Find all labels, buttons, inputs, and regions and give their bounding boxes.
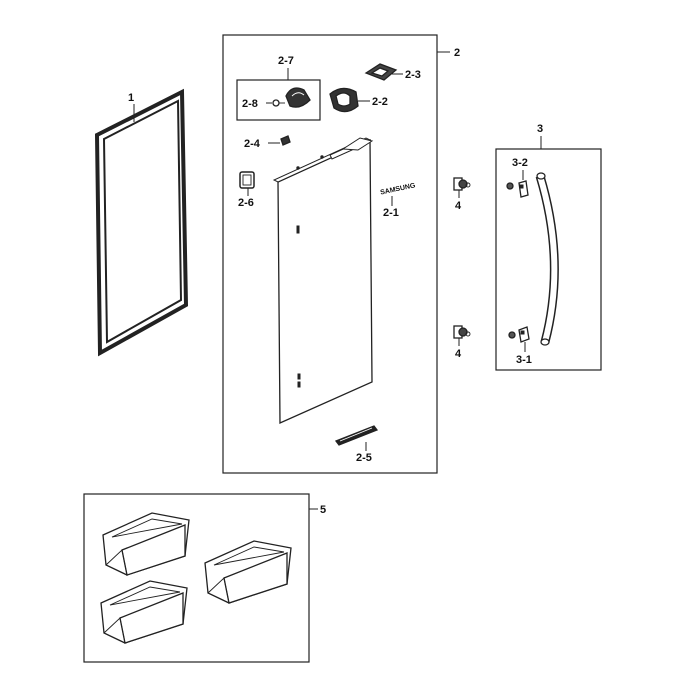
callout-hinge-bracket: 2-3 [405, 69, 421, 81]
callout-door-assembly: 2 [454, 47, 460, 59]
emblem: SAMSUNG [380, 182, 417, 196]
callout-cap: 2-4 [244, 138, 261, 150]
door-bin-2 [204, 540, 292, 604]
stopper [239, 171, 255, 189]
handle-assembly-box [495, 148, 602, 371]
callout-hinge-group: 2-7 [278, 55, 294, 67]
callout-screw: 2-8 [242, 98, 258, 110]
door-panel [272, 137, 374, 424]
callout-door-bins: 5 [320, 504, 326, 516]
callout-gasket: 1 [128, 92, 134, 104]
callout-bracket-upper: 3-2 [512, 157, 528, 169]
handle-stud-upper [453, 177, 471, 191]
door-bin-3 [100, 580, 188, 644]
hinge-part [285, 87, 311, 108]
callout-emblem: 2-1 [383, 207, 399, 219]
hinge-cover [329, 87, 359, 113]
door-bins-box [83, 493, 310, 663]
hinge-group-box [236, 79, 321, 121]
handle-stud-lower [453, 325, 471, 339]
handle-bracket-lower [508, 326, 530, 343]
callout-stud-upper: 4 [455, 200, 462, 212]
hinge-bracket [364, 63, 398, 81]
gasket [94, 88, 189, 357]
handle-bracket-upper [506, 180, 529, 198]
door-assembly-box [222, 34, 438, 474]
emblem-text: SAMSUNG [380, 182, 417, 196]
callout-hinge-cover: 2-2 [372, 96, 388, 108]
cap [280, 135, 291, 146]
callout-handle-assembly: 3 [537, 123, 543, 135]
door-handle [535, 172, 559, 346]
callout-trim: 2-5 [356, 452, 372, 464]
callout-bracket-lower: 3-1 [516, 354, 532, 366]
callout-stud-lower: 4 [455, 348, 462, 360]
screw [272, 99, 285, 107]
callout-stopper: 2-6 [238, 197, 254, 209]
door-bottom-trim [334, 425, 379, 446]
door-bin-1 [102, 512, 190, 576]
